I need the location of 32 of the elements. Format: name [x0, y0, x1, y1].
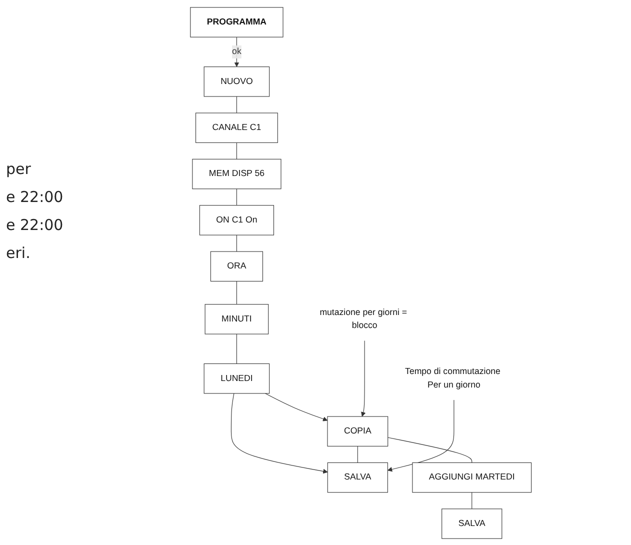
- node-box: ON C1 On: [199, 204, 274, 235]
- node-text: mutazione per giorni = blocco: [319, 307, 407, 330]
- connector: [236, 333, 237, 364]
- node-box: PROGRAMMA: [190, 6, 283, 37]
- node-box: ORA: [210, 250, 263, 282]
- connector: [236, 188, 237, 206]
- node-box: SALVA: [327, 462, 388, 492]
- edge-label: ok: [232, 46, 241, 56]
- connector: [236, 280, 237, 304]
- node-box: AGGIUNGI MARTEDI: [412, 462, 532, 492]
- note-text: e 22:00: [6, 188, 64, 206]
- node-box: SALVA: [441, 508, 502, 538]
- connector: [387, 436, 472, 462]
- connector: [236, 142, 237, 159]
- node-text: Tempo di commutazione Per un giorno: [404, 366, 500, 390]
- node-box: MEM DISP 56: [192, 158, 281, 189]
- node-box: LUNEDI: [203, 362, 270, 394]
- node-box: MINUTI: [204, 304, 268, 334]
- arrow: [387, 399, 454, 472]
- connector: [357, 445, 358, 462]
- note-text: per: [6, 160, 32, 178]
- connector: [236, 234, 237, 252]
- node-box: COPIA: [326, 416, 388, 446]
- arrow: [264, 392, 328, 421]
- node-box: CANALE C1: [195, 112, 278, 142]
- node-box: NUOVO: [203, 66, 270, 96]
- connector: [471, 492, 472, 509]
- connector: [236, 96, 237, 113]
- arrow: [360, 340, 366, 416]
- note-text: eri.: [6, 244, 32, 262]
- arrow: [230, 392, 328, 474]
- note-text: e 22:00: [6, 216, 64, 234]
